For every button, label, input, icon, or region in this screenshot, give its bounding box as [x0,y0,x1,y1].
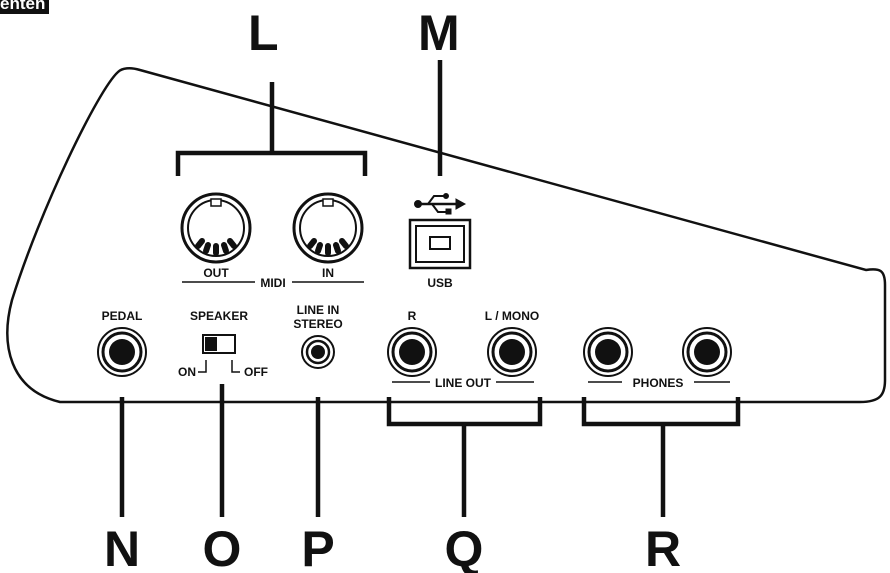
callout-q-bracket [386,397,543,517]
callout-n: N [104,521,140,573]
line-in-label-2: STEREO [293,317,342,331]
midi-out-port [180,192,252,264]
panel-outline [6,67,887,404]
section-title-fragment: enten [0,0,50,14]
callout-r-bracket [581,397,741,517]
callout-l-bracket [175,82,368,176]
midi-out-label: OUT [203,266,229,280]
line-out-l-label: L / MONO [485,309,539,323]
speaker-label: SPEAKER [190,309,248,323]
line-in-jack [301,335,335,369]
phones-jack-2 [682,327,732,377]
speaker-off-label: OFF [244,365,268,379]
phones-jack-1 [583,327,633,377]
callout-o: O [203,521,242,573]
usb-port [408,218,472,270]
usb-label: USB [427,276,453,290]
midi-in-port [292,192,364,264]
callout-m: M [418,5,460,61]
speaker-switch-marks [198,360,240,373]
line-out-l-jack [487,327,537,377]
callout-q: Q [445,521,484,573]
line-out-r-label: R [408,309,417,323]
pedal-label: PEDAL [102,309,143,323]
line-out-r-jack [387,327,437,377]
pedal-jack [97,327,147,377]
speaker-on-label: ON [178,365,196,379]
phones-group-label: PHONES [633,376,684,390]
line-out-group-label: LINE OUT [435,376,492,390]
usb-icon [414,193,467,215]
speaker-switch [202,334,236,354]
midi-in-label: IN [322,266,334,280]
callout-l: L [248,5,279,61]
callout-p: P [301,521,334,573]
line-in-label-1: LINE IN [297,303,340,317]
callout-r: R [645,521,681,573]
midi-group-label: MIDI [260,276,285,290]
